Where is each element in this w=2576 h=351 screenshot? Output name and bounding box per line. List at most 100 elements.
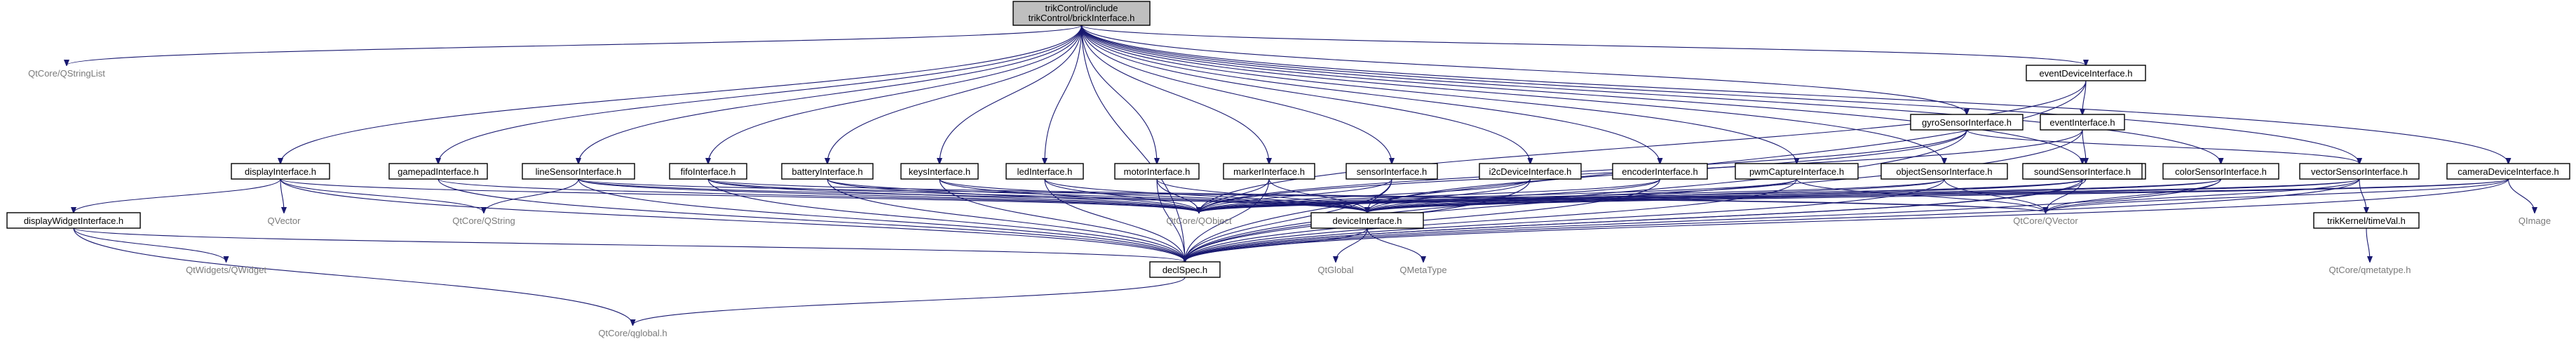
node-keys[interactable]: keysInterface.h — [900, 163, 979, 180]
node-label: trikControl/include — [1045, 3, 1118, 13]
node-i2c[interactable]: i2cDeviceInterface.h — [1479, 163, 1582, 180]
node-pwmCapture[interactable]: pwmCaptureInterface.h — [1735, 163, 1859, 180]
node-gyro[interactable]: gyroSensorInterface.h — [1910, 114, 2023, 131]
node-eventDevice[interactable]: eventDeviceInterface.h — [2026, 65, 2146, 81]
edge-objectSensor-to-qObject — [1199, 178, 1945, 213]
node-layer: trikControl/includetrikControl/brickInte… — [6, 1, 2570, 338]
node-box[interactable] — [6, 212, 141, 229]
edge-trikKernel-to-qMetatype — [2366, 227, 2370, 262]
node-box[interactable] — [781, 163, 874, 180]
node-display[interactable]: displayInterface.h — [231, 163, 330, 180]
node-box[interactable] — [669, 163, 747, 180]
node-trikKernel[interactable]: trikKernel/timeVal.h — [2313, 212, 2420, 229]
external-qStringList: QtCore/QStringList — [28, 68, 105, 79]
edge-gyro-to-vectorSensor — [1966, 129, 2359, 164]
edge-gamepad-to-qObject — [438, 178, 1199, 213]
node-lineSensor[interactable]: lineSensorInterface.h — [522, 163, 635, 180]
external-qObject: QtCore/QObject — [1166, 216, 1232, 226]
edge-brick-to-sensor — [1080, 25, 1392, 164]
node-vectorSensor[interactable]: vectorSensorInterface.h — [2299, 163, 2420, 180]
node-label: i2cDeviceInterface.h — [1489, 166, 1572, 177]
edge-brick-to-i2c — [1080, 25, 1531, 164]
edge-brick-to-declSpec — [1080, 25, 1186, 262]
node-sensor[interactable]: sensorInterface.h — [1345, 163, 1438, 180]
edge-brick-to-keys — [940, 25, 1083, 164]
edge-eventDevice-to-qObject — [1199, 80, 2087, 213]
node-battery[interactable]: batteryInterface.h — [781, 163, 874, 180]
node-box[interactable] — [1479, 163, 1582, 180]
node-encoder[interactable]: encoderInterface.h — [1612, 163, 1708, 180]
node-box[interactable] — [2313, 212, 2420, 229]
node-fifo[interactable]: fifoInterface.h — [669, 163, 747, 180]
node-box[interactable] — [1345, 163, 1438, 180]
node-box[interactable] — [231, 163, 330, 180]
edge-brick-to-colorSensor — [1080, 25, 2221, 164]
node-label: fifoInterface.h — [681, 166, 736, 177]
edge-brick-to-led — [1045, 25, 1083, 164]
edge-brick-to-eventDevice — [1080, 25, 2087, 65]
node-motor[interactable]: motorInterface.h — [1114, 163, 1200, 180]
edge-motor-to-deviceIf — [1156, 178, 1367, 213]
node-label: gyroSensorInterface.h — [1922, 117, 2012, 128]
edge-battery-to-qObject — [827, 178, 1199, 213]
edge-keys-to-declSpec — [939, 178, 1185, 262]
node-declSpec[interactable]: declSpec.h — [1149, 261, 1221, 278]
edge-pwmCapture-to-qObject — [1199, 178, 1798, 213]
node-label: gamepadInterface.h — [398, 166, 479, 177]
node-box[interactable] — [2446, 163, 2570, 180]
edge-brick-to-pwmCapture — [1080, 25, 1797, 164]
edge-led-to-qObject — [1044, 178, 1199, 213]
node-box[interactable] — [2162, 163, 2279, 180]
node-label: displayInterface.h — [245, 166, 316, 177]
node-marker[interactable]: markerInterface.h — [1223, 163, 1315, 180]
edge-displayWidget-to-qWidget — [73, 227, 226, 262]
node-box[interactable] — [388, 163, 488, 180]
node-box[interactable] — [1910, 114, 2023, 131]
node-box[interactable] — [1149, 261, 1221, 278]
node-displayWidget[interactable]: displayWidgetInterface.h — [6, 212, 141, 229]
edge-brick-to-qStringList — [67, 25, 1083, 65]
node-gamepad[interactable]: gamepadInterface.h — [388, 163, 488, 180]
edge-motor-to-declSpec — [1156, 178, 1185, 262]
edge-colorSensor-to-qObject — [1199, 178, 2222, 213]
node-box[interactable] — [900, 163, 979, 180]
external-label: QtWidgets/QWidget — [186, 265, 266, 275]
node-soundSensor[interactable]: soundSensorInterface.h — [2022, 163, 2143, 180]
node-box[interactable] — [1005, 163, 1084, 180]
node-colorSensor[interactable]: colorSensorInterface.h — [2162, 163, 2279, 180]
node-objectSensor[interactable]: objectSensorInterface.h — [1880, 163, 2008, 180]
node-box[interactable] — [1612, 163, 1708, 180]
edge-lineSensor-to-declSpec — [578, 178, 1185, 262]
node-eventIf[interactable]: eventInterface.h — [2040, 114, 2125, 131]
node-box[interactable] — [2299, 163, 2420, 180]
node-label: trikKernel/timeVal.h — [2327, 216, 2406, 226]
node-box[interactable] — [2040, 114, 2125, 131]
node-brick: trikControl/includetrikControl/brickInte… — [1012, 1, 1151, 26]
edge-cameraDevice-to-deviceIf — [1367, 178, 2509, 213]
node-box[interactable] — [2026, 65, 2146, 81]
node-cameraDevice[interactable]: cameraDeviceInterface.h — [2446, 163, 2570, 180]
external-label: QVector — [268, 216, 301, 226]
edge-brick-to-lineSensor — [578, 25, 1083, 164]
node-box[interactable] — [1114, 163, 1200, 180]
edge-fifo-to-declSpec — [707, 178, 1185, 262]
edge-vectorSensor-to-trikKernel — [2359, 178, 2366, 213]
node-box[interactable] — [522, 163, 635, 180]
edge-encoder-to-deviceIf — [1367, 178, 1661, 213]
node-box[interactable] — [1880, 163, 2008, 180]
edge-brick-to-soundSensor — [1080, 25, 2083, 164]
node-deviceIf[interactable]: deviceInterface.h — [1310, 212, 1424, 229]
node-box — [1012, 1, 1151, 26]
node-box[interactable] — [2022, 163, 2143, 180]
node-box[interactable] — [1310, 212, 1424, 229]
edge-cameraDevice-to-qtCoreQVector — [2046, 178, 2509, 213]
node-led[interactable]: ledInterface.h — [1005, 163, 1084, 180]
edge-keys-to-deviceIf — [939, 178, 1367, 213]
node-box[interactable] — [1735, 163, 1859, 180]
edge-keys-to-qObject — [939, 178, 1199, 213]
node-label: lineSensorInterface.h — [536, 166, 622, 177]
external-label: QtCore/QString — [452, 216, 515, 226]
node-box[interactable] — [1223, 163, 1315, 180]
external-qString: QtCore/QString — [452, 216, 515, 226]
edge-marker-to-deviceIf — [1268, 178, 1367, 213]
